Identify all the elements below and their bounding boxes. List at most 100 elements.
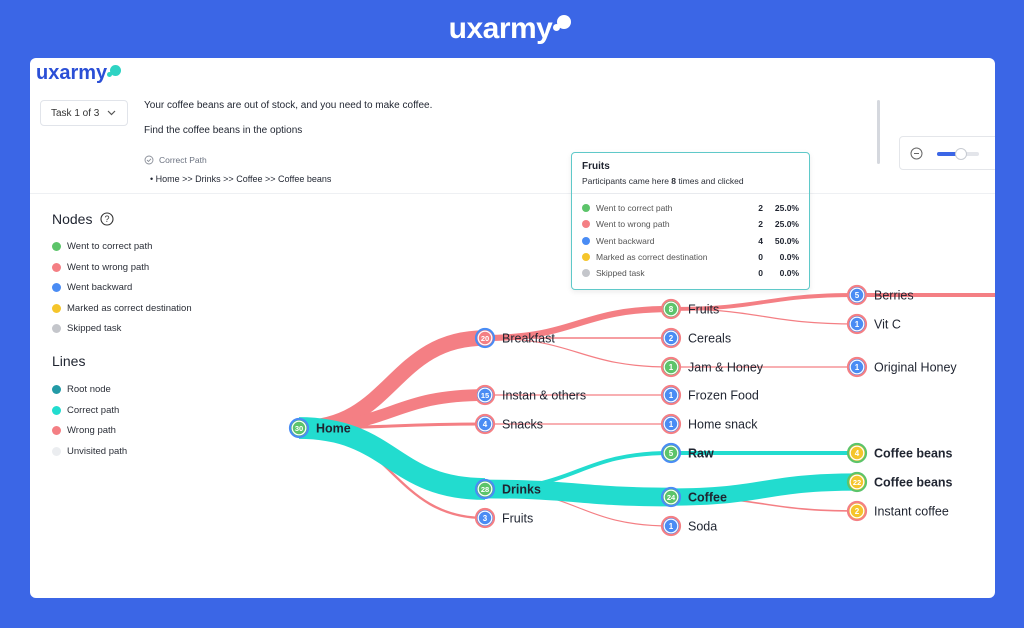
zoom-control: [899, 136, 995, 170]
node-count: 8: [669, 305, 674, 314]
tooltip-swatch: [582, 269, 590, 278]
correct-path-label-text: Correct Path: [159, 155, 207, 165]
link-fruits-berries: [670, 293, 858, 311]
node-inner-ring: [291, 420, 307, 436]
legend-label: Root node: [67, 384, 111, 395]
node-inner-ring: [477, 387, 493, 403]
node-legend-item: Skipped task: [52, 323, 121, 334]
scrollbar[interactable]: [877, 100, 880, 164]
tree-node-soda[interactable]: 1 Soda: [660, 515, 717, 537]
link-drinks-coffee: [484, 479, 672, 507]
legend-swatch: [52, 324, 61, 333]
tooltip-row-percent: 25.0%: [774, 219, 799, 230]
legend-label: Skipped task: [67, 323, 122, 334]
node-label: Home: [316, 422, 351, 436]
header-divider: [30, 193, 995, 194]
line-legend-item: Wrong path: [52, 425, 116, 436]
tree-links: [298, 293, 995, 527]
tooltip-subtitle-prefix: Participants came here: [582, 176, 672, 186]
legend-swatch: [52, 405, 61, 415]
node-count: 1: [855, 320, 860, 329]
task-selector[interactable]: Task 1 of 3: [40, 100, 128, 126]
node-count: 3: [483, 514, 488, 523]
node-label: Instan & others: [502, 389, 586, 403]
lines-legend-title: Lines: [52, 353, 86, 369]
node-count: 2: [855, 507, 860, 516]
tooltip-subtitle: Participants came here 8 times and click…: [582, 176, 799, 186]
node-legend-item: Marked as correct destination: [52, 303, 192, 314]
correct-path-value: Home >> Drinks >> Coffee >> Coffee beans: [155, 174, 332, 184]
logo-mark-icon: [553, 11, 575, 33]
node-legend-item: Went backward: [52, 282, 132, 293]
node-count: 28: [481, 485, 489, 494]
node-inner-ring: [663, 489, 679, 505]
node-inner-ring: [663, 445, 679, 461]
tooltip-row-percent: 25.0%: [774, 203, 799, 214]
node-count: 2: [669, 334, 674, 343]
tooltip-row-label: Marked as correct destination: [596, 252, 708, 263]
node-count: 1: [669, 391, 674, 400]
node-inner-ring: [663, 301, 679, 317]
node-count: 20: [481, 334, 489, 343]
task-instruction: Find the coffee beans in the options: [144, 125, 303, 136]
node-count: 24: [667, 493, 676, 502]
tooltip-divider: [572, 193, 809, 194]
link-breakfast-jam: [484, 337, 672, 368]
node-count: 5: [669, 449, 674, 458]
zoom-slider-handle[interactable]: [955, 148, 967, 160]
tree-node-berries[interactable]: 5 Berries: [846, 284, 914, 306]
tree-test-results-panel: uxarmy Task 1 of 3 Your coffee beans are…: [30, 58, 995, 598]
node-count: 5: [855, 291, 860, 300]
node-inner-ring: [849, 503, 865, 519]
tooltip-swatch: [582, 253, 590, 262]
line-legend-item: Unvisited path: [52, 446, 127, 457]
check-circle-icon: [144, 155, 154, 165]
panel-logo: uxarmy: [36, 62, 122, 85]
node-inner-ring: [849, 359, 865, 375]
tooltip-swatch: [582, 204, 590, 213]
legend-swatch: [52, 385, 61, 394]
legend-swatch: [52, 426, 61, 435]
panel-logo-mark-icon: [107, 63, 122, 77]
svg-text:?: ?: [105, 214, 110, 224]
node-count: 22: [853, 478, 861, 487]
zoom-slider-fill: [937, 152, 959, 156]
link-home-fruits2: [298, 426, 486, 520]
zoom-slider-track[interactable]: [937, 148, 979, 160]
help-icon[interactable]: ?: [100, 212, 115, 226]
node-count: 1: [669, 522, 674, 531]
tree-node-drinks[interactable]: 28 Drinks: [474, 478, 541, 500]
node-label: Berries: [874, 289, 914, 303]
node-legend-item: Went to wrong path: [52, 262, 149, 273]
node-inner-ring: [663, 387, 679, 403]
zoom-out-icon[interactable]: [910, 147, 923, 160]
tooltip-swatch: [582, 220, 590, 229]
node-label: Drinks: [502, 483, 541, 497]
node-label: Soda: [688, 520, 717, 534]
link-home-drinks: [298, 417, 486, 500]
tree-node-fruits2[interactable]: 3 Fruits: [474, 507, 533, 529]
legend-label: Went backward: [67, 282, 133, 293]
correct-path-label: Correct Path: [144, 155, 207, 165]
node-label: Fruits: [502, 512, 533, 526]
